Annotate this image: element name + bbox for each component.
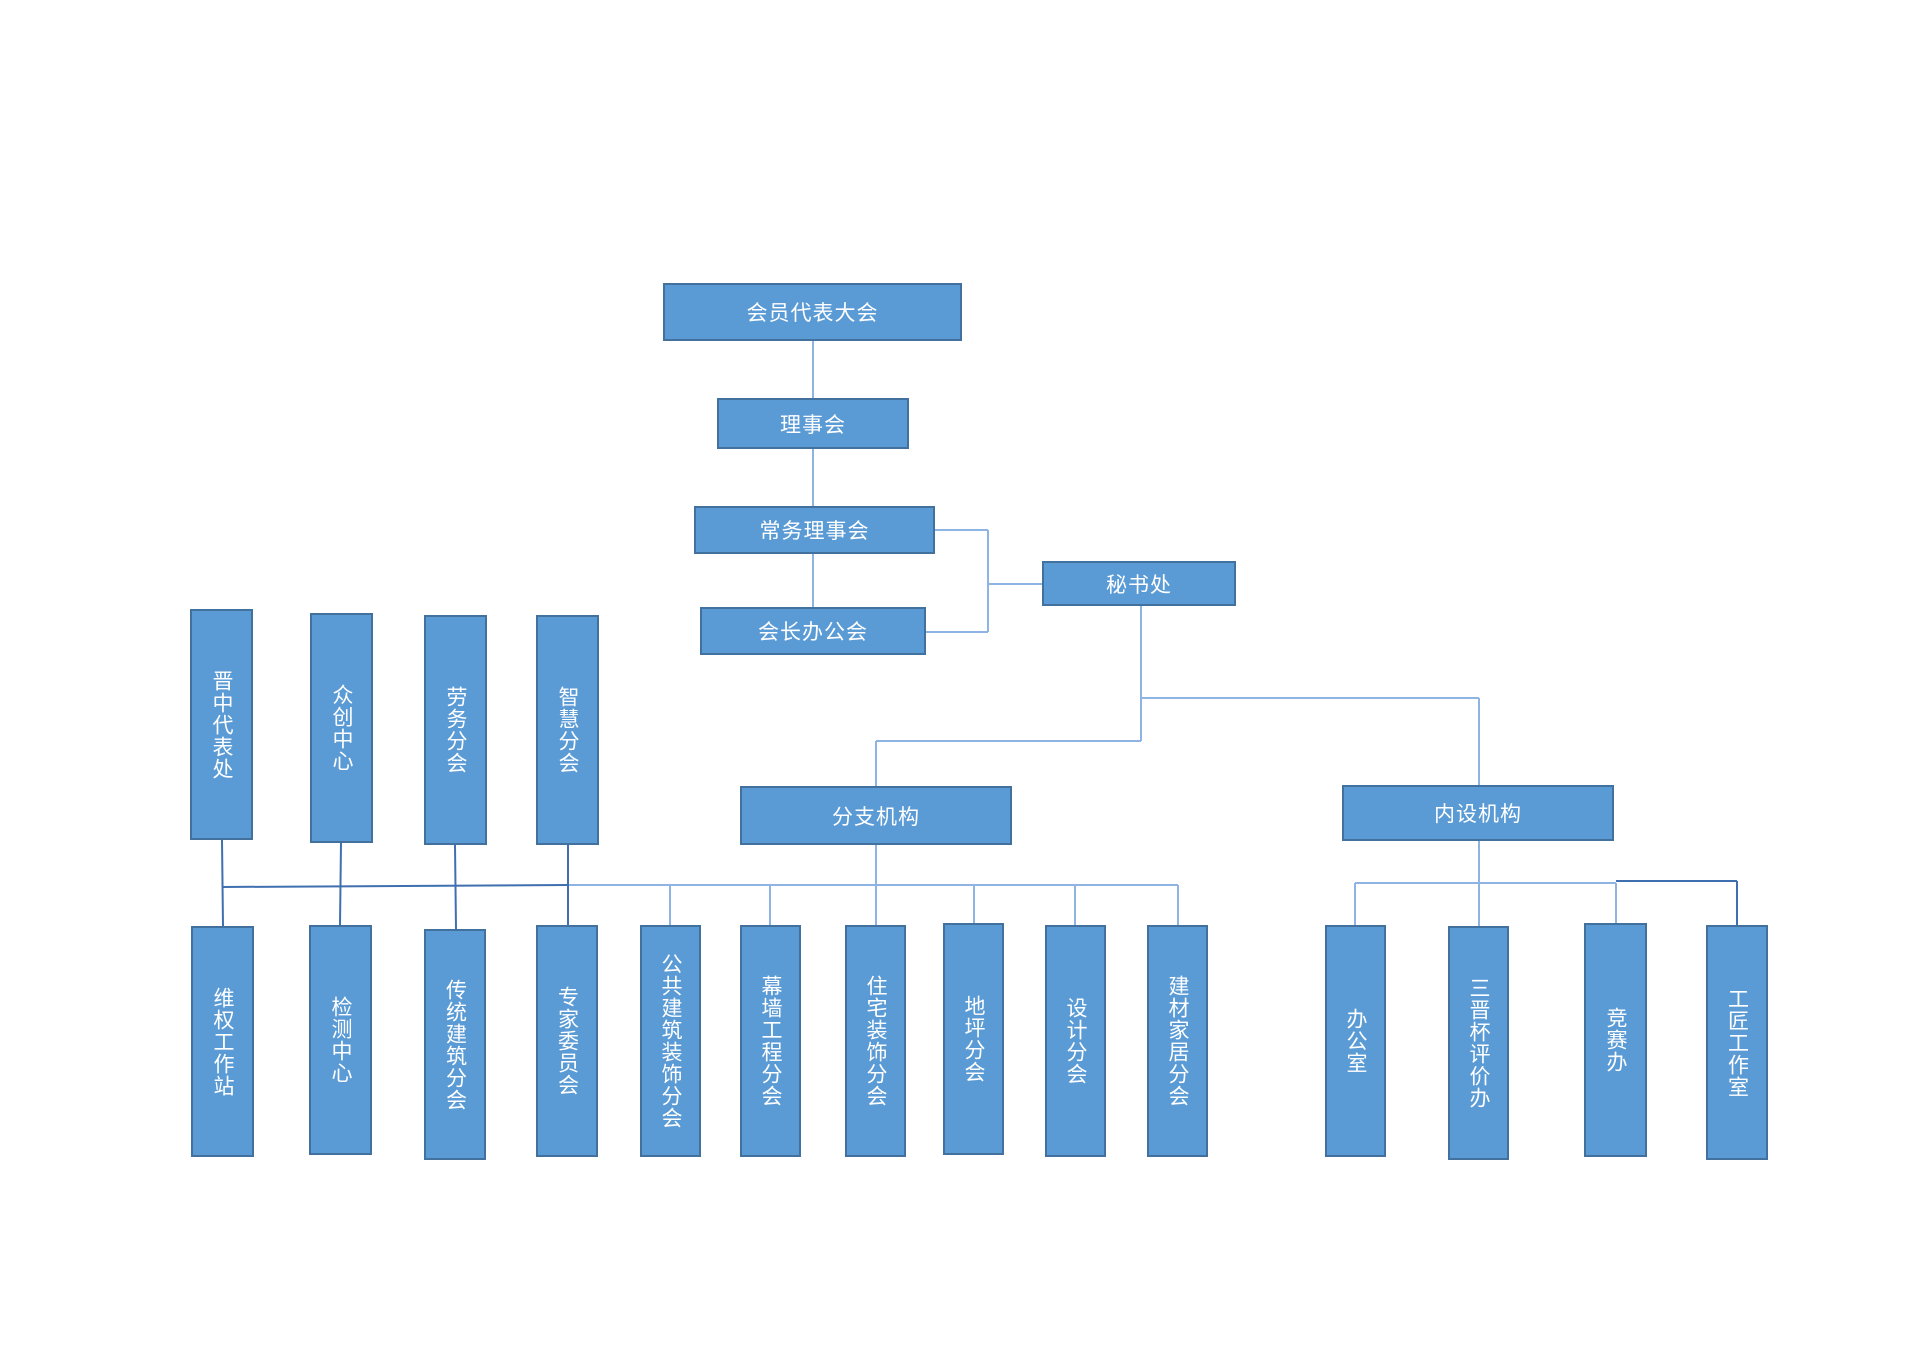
node-branch-bottom: 幕墙工程分会 — [740, 925, 801, 1157]
node-label: 专家委员会 — [555, 986, 580, 1096]
node-internal: 工匠工作室 — [1706, 925, 1768, 1160]
connector-line — [339, 842, 342, 926]
node-internal-institutions: 内设机构 — [1342, 785, 1614, 841]
node-label: 传统建筑分会 — [443, 978, 468, 1111]
node-branch-top: 晋中代表处 — [190, 609, 253, 840]
node-label: 竞赛办 — [1604, 1007, 1628, 1073]
node-label: 内设机构 — [1434, 802, 1522, 826]
node-branch-bottom: 传统建筑分会 — [424, 929, 486, 1160]
node-label: 维权工作站 — [211, 986, 235, 1097]
node-branch-bottom: 专家委员会 — [536, 925, 598, 1157]
node-label: 理事会 — [780, 412, 846, 437]
node-label: 晋中代表处 — [210, 669, 234, 780]
node-branch-bottom: 住宅装饰分会 — [845, 925, 906, 1157]
node-label: 住宅装饰分会 — [864, 975, 888, 1107]
node-label: 会员代表大会 — [746, 301, 879, 325]
node-branch-top: 智慧分会 — [536, 615, 599, 845]
node-branch-institutions: 分支机构 — [740, 786, 1012, 845]
node-label: 公共建筑装饰分会 — [659, 953, 683, 1129]
node-branch-bottom: 地坪分会 — [943, 923, 1004, 1155]
node-internal: 竞赛办 — [1584, 923, 1647, 1157]
node-label: 会长办公会 — [758, 620, 868, 644]
node-label: 检测中心 — [329, 996, 353, 1084]
node-council: 理事会 — [717, 398, 909, 449]
node-label: 设计分会 — [1064, 997, 1088, 1085]
node-secretariat: 秘书处 — [1042, 561, 1236, 606]
node-label: 常务理事会 — [759, 519, 870, 543]
node-label: 幕墙工程分会 — [759, 975, 783, 1107]
node-branch-bottom: 维权工作站 — [191, 926, 254, 1157]
connector-line — [221, 884, 569, 888]
node-branch-top: 众创中心 — [310, 613, 373, 843]
node-label: 秘书处 — [1106, 572, 1172, 597]
node-label: 劳务分会 — [444, 686, 468, 774]
node-label: 工匠工作室 — [1725, 987, 1750, 1098]
node-standing-council: 常务理事会 — [694, 506, 935, 554]
node-label: 地坪分会 — [962, 995, 986, 1083]
node-branch-bottom: 建材家居分会 — [1147, 925, 1208, 1157]
node-label: 分支机构 — [832, 804, 920, 829]
node-branch-bottom: 设计分会 — [1045, 925, 1106, 1157]
node-president-office-meeting: 会长办公会 — [700, 607, 926, 655]
node-branch-bottom: 检测中心 — [309, 925, 372, 1155]
node-internal: 办公室 — [1325, 925, 1386, 1157]
node-internal: 三晋杯评价办 — [1448, 926, 1509, 1160]
node-branch-bottom: 公共建筑装饰分会 — [640, 925, 701, 1157]
node-general-assembly: 会员代表大会 — [663, 283, 962, 341]
connector-line — [221, 839, 224, 927]
node-label: 智慧分会 — [556, 686, 580, 774]
node-label: 众创中心 — [330, 684, 354, 772]
node-label: 建材家居分会 — [1166, 975, 1190, 1107]
connector-line — [454, 844, 457, 930]
node-label: 三晋杯评价办 — [1467, 977, 1491, 1109]
node-branch-top: 劳务分会 — [424, 615, 487, 845]
node-label: 办公室 — [1344, 1008, 1368, 1074]
